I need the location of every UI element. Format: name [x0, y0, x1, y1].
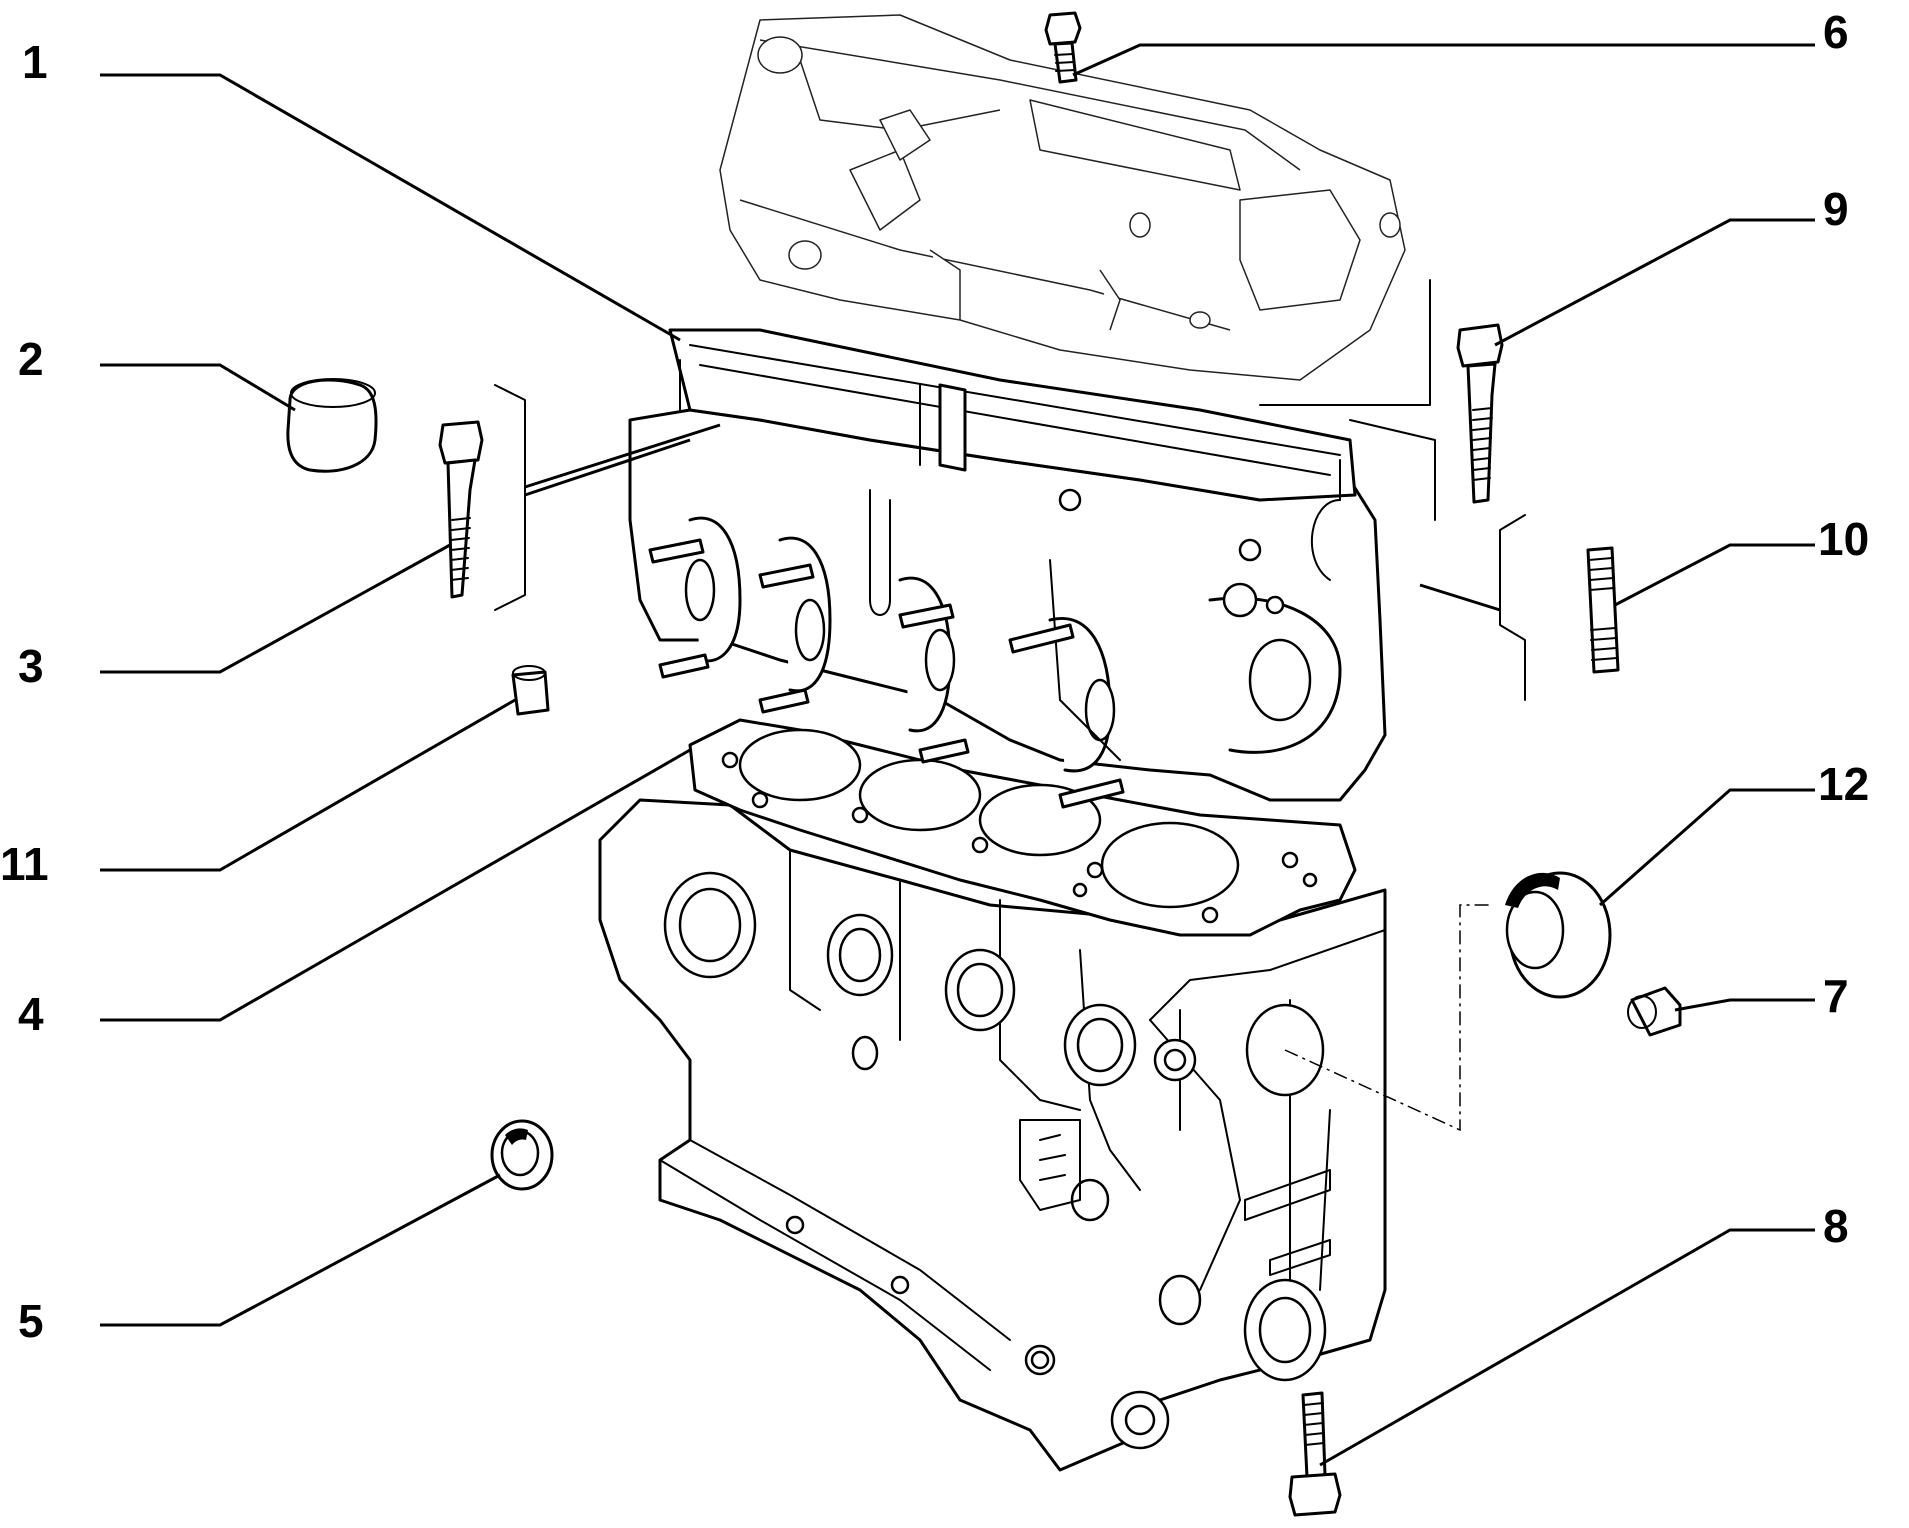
leader-1b — [524, 423, 721, 489]
leader-1c — [524, 438, 691, 497]
cylinder-block — [598, 798, 1387, 1472]
leader-8 — [1319, 1228, 1815, 1467]
callouts: 1 2 3 4 5 6 7 8 9 10 11 12 — [0, 6, 1869, 1347]
callout-1: 1 — [22, 36, 48, 88]
callout-4: 4 — [18, 988, 44, 1040]
callout-3: 3 — [18, 640, 44, 692]
valve-cover — [719, 14, 1406, 381]
callout-11: 11 — [0, 838, 49, 890]
callout-9: 9 — [1823, 183, 1849, 235]
camshaft-seal-12 — [1505, 871, 1612, 999]
leader-lines — [100, 43, 1815, 1467]
leader-10b — [1419, 583, 1501, 612]
callout-8: 8 — [1823, 1200, 1849, 1252]
head-bolt-3 — [438, 420, 484, 599]
leader-1 — [100, 73, 681, 342]
bolt-8 — [1288, 1391, 1342, 1517]
plug-7 — [1627, 986, 1682, 1037]
leader-2 — [100, 363, 296, 412]
leader-7 — [1674, 998, 1815, 1012]
cylinder-head — [628, 328, 1387, 809]
leader-12 — [1599, 788, 1815, 907]
callout-2: 2 — [18, 333, 44, 385]
leader-5 — [100, 1173, 501, 1327]
leader-11 — [100, 698, 516, 872]
leader-6 — [1072, 43, 1815, 77]
leader-10 — [1614, 543, 1815, 607]
callout-12: 12 — [1818, 758, 1869, 810]
leader-3 — [100, 543, 451, 674]
cup-plug-2 — [286, 378, 378, 473]
head-bolt-9 — [1456, 323, 1504, 504]
head-studs — [648, 538, 1125, 809]
callout-7: 7 — [1823, 970, 1849, 1022]
leader-9 — [1494, 218, 1815, 347]
bolt-6 — [1044, 11, 1082, 84]
callout-10: 10 — [1818, 513, 1869, 565]
seal-ring-5 — [490, 1119, 554, 1191]
dowel-sleeve-11 — [511, 665, 550, 716]
leader-4 — [100, 748, 691, 1022]
head-gasket — [688, 718, 1357, 937]
callout-6: 6 — [1823, 6, 1849, 58]
stud-10 — [1586, 546, 1620, 674]
callout-5: 5 — [18, 1295, 44, 1347]
